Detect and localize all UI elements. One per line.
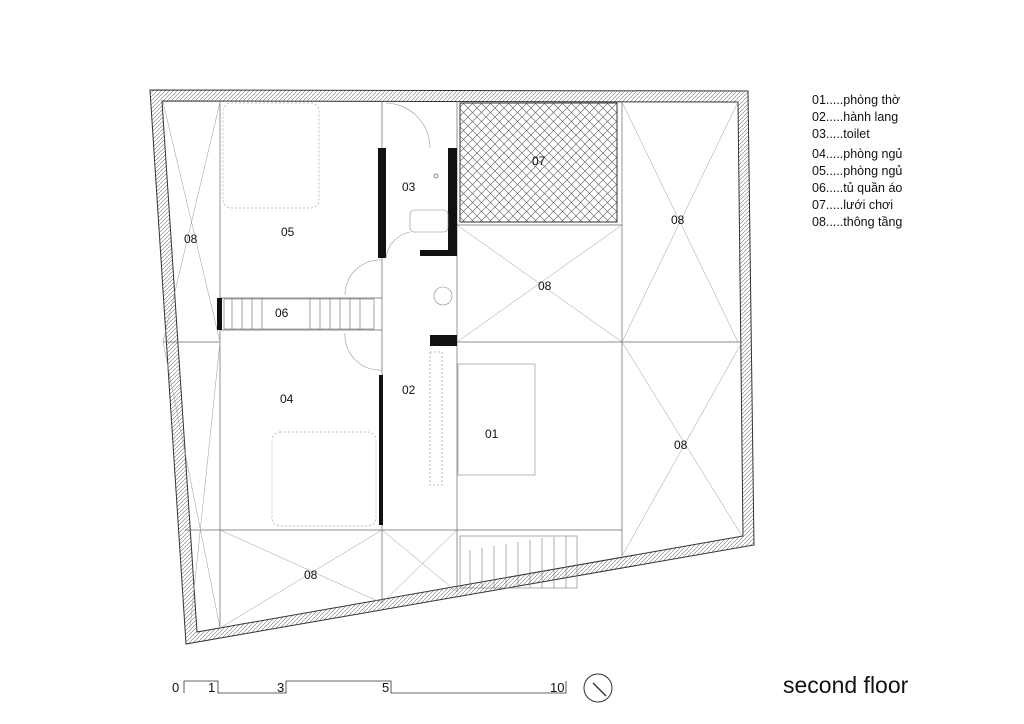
scale-bar [183,680,567,694]
void-crosses [162,101,743,629]
legend-item: 06.....tủ quần áo [812,181,903,195]
shower-drain [433,173,439,179]
room-label-01: 01 [485,427,499,441]
stairs [459,535,578,589]
room-label-07: 07 [532,154,546,168]
altar [457,363,536,476]
legend-item: 04.....phòng ngủ [812,147,903,161]
room-label-05: 05 [281,225,295,239]
room-label-02: 02 [402,383,416,397]
room-label-08: 08 [674,438,688,452]
interior-lines [163,101,740,628]
compass-icon [583,673,613,703]
play-net [459,102,618,223]
room-label-04: 04 [280,392,294,406]
room-label-08: 08 [671,213,685,227]
altar-table [429,351,443,486]
bed-05 [222,102,320,209]
legend-item: 08.....thông tầng [812,215,903,229]
scale-tick: 1 [208,680,216,695]
doors [344,102,431,371]
scale-tick: 0 [172,680,180,695]
room-label-03: 03 [402,180,416,194]
drawing-title: second floor [783,672,909,698]
scale-tick: 10 [550,680,565,695]
legend-item: 02.....hành lang [812,110,899,124]
column [430,335,457,346]
scale-tick: 3 [277,680,285,695]
legend-item: 07.....lưới chơi [812,198,894,212]
room-label-08: 08 [184,232,198,246]
legend: 01.....phòng thờ 02.....hành lang 03....… [812,92,902,231]
legend-item: 01.....phòng thờ [812,93,901,107]
toilet-wall [378,148,457,258]
bathtub [409,209,449,233]
bed-04 [271,431,377,527]
sink [433,286,453,306]
legend-item: 03.....toilet [812,127,870,141]
scale-tick: 5 [382,680,390,695]
legend-item: 05.....phòng ngủ [812,164,903,178]
room-label-06: 06 [275,306,289,320]
room-label-08: 08 [538,279,552,293]
wardrobe [223,298,375,330]
room-label-08: 08 [304,568,318,582]
